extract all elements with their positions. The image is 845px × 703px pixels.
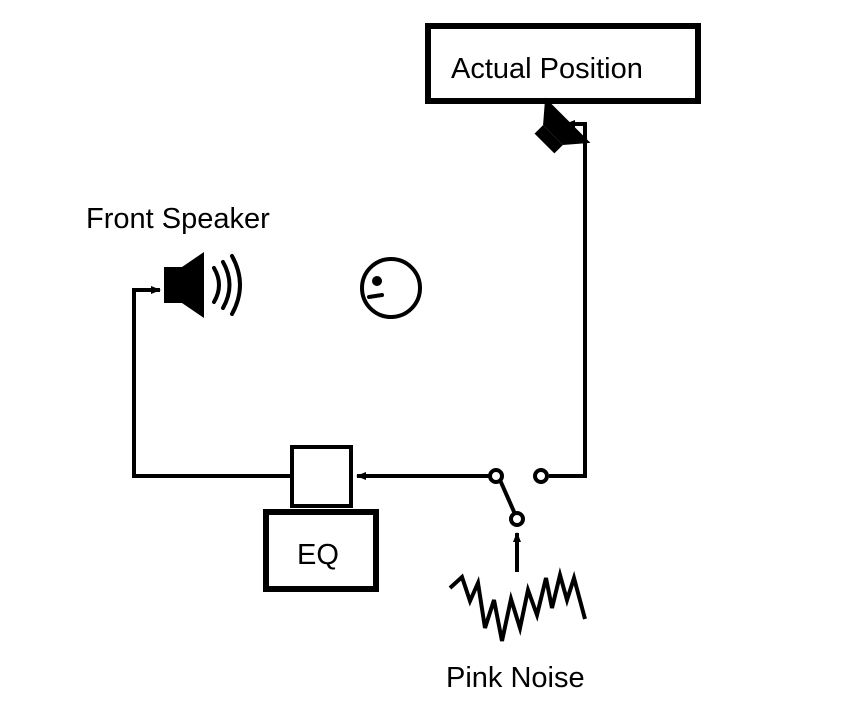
- actual-position-label: Actual Position: [451, 53, 643, 85]
- rear-speaker-icon: [534, 97, 591, 154]
- wire-to-actual-speaker: [549, 120, 587, 478]
- eq-label: EQ: [297, 539, 339, 571]
- front-speaker-label: Front Speaker: [86, 203, 270, 235]
- actual-position-box: [425, 23, 701, 104]
- processor-box: [290, 445, 353, 508]
- pink-noise-label: Pink Noise: [446, 662, 585, 694]
- wire-to-front-speaker: [132, 286, 292, 478]
- switch-icon: [488, 468, 549, 527]
- sound-waves-icon: [212, 254, 242, 316]
- signal-wires: [132, 120, 587, 572]
- listener-head-icon: [360, 257, 422, 319]
- front-speaker-icon: [164, 252, 204, 318]
- noise-waveform-icon: [448, 567, 587, 642]
- eq-box: [263, 509, 379, 592]
